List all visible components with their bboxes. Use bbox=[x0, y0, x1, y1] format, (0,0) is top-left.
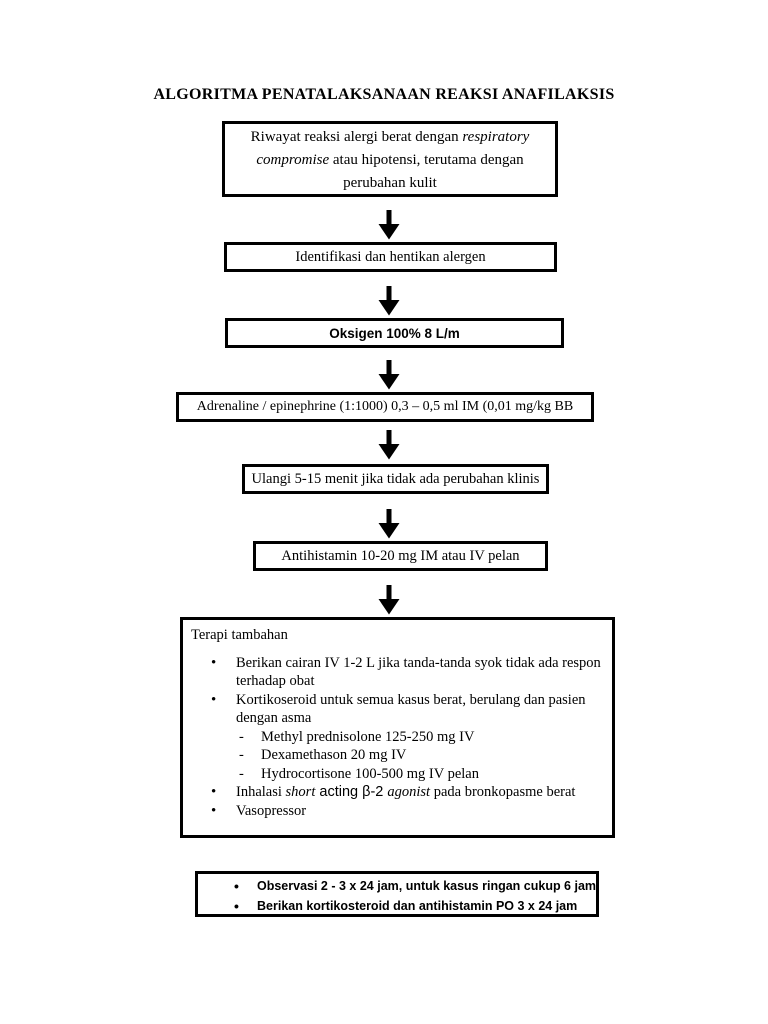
terapi-bullet-item: Vasopressor bbox=[191, 802, 604, 821]
down-arrow-icon bbox=[378, 509, 400, 539]
box-riwayat-text: Riwayat reaksi alergi berat dengan respi… bbox=[250, 128, 530, 191]
down-arrow-icon bbox=[378, 585, 400, 615]
box-antihistamin-text: Antihistamin 10-20 mg IM atau IV pelan bbox=[281, 547, 520, 564]
box-observasi: Observasi 2 - 3 x 24 jam, untuk kasus ri… bbox=[195, 871, 599, 917]
box-ulangi: Ulangi 5-15 menit jika tidak ada perubah… bbox=[242, 464, 549, 494]
down-arrow-icon bbox=[378, 286, 400, 316]
down-arrow-icon bbox=[378, 430, 400, 460]
terapi-sub-item: Dexamethason 20 mg IV bbox=[191, 746, 604, 765]
terapi-header: Terapi tambahan bbox=[191, 627, 288, 643]
terapi-sub-list-wrap: Methyl prednisolone 125-250 mg IV Dexame… bbox=[191, 728, 604, 784]
observasi-bullet-item: Observasi 2 - 3 x 24 jam, untuk kasus ri… bbox=[232, 876, 596, 896]
terapi-sub-list: Methyl prednisolone 125-250 mg IV Dexame… bbox=[191, 728, 604, 784]
box-riwayat: Riwayat reaksi alergi berat dengan respi… bbox=[222, 121, 558, 197]
box-antihistamin: Antihistamin 10-20 mg IM atau IV pelan bbox=[253, 541, 548, 571]
box-adrenaline-text: Adrenaline / epinephrine (1:1000) 0,3 – … bbox=[196, 399, 574, 414]
box-oksigen: Oksigen 100% 8 L/m bbox=[225, 318, 564, 348]
box-terapi-tambahan: Terapi tambahan Berikan cairan IV 1-2 L … bbox=[180, 617, 615, 838]
terapi-bullet-item: Berikan cairan IV 1-2 L jika tanda-tanda… bbox=[191, 654, 604, 691]
down-arrow-icon bbox=[378, 210, 400, 240]
box-oksigen-text: Oksigen 100% 8 L/m bbox=[329, 325, 460, 341]
terapi-bullet-item: Inhalasi short acting β-2 agonist pada b… bbox=[191, 783, 604, 802]
box-identifikasi: Identifikasi dan hentikan alergen bbox=[224, 242, 557, 272]
page-title: ALGORITMA PENATALAKSANAAN REAKSI ANAFILA… bbox=[153, 86, 615, 103]
box-adrenaline: Adrenaline / epinephrine (1:1000) 0,3 – … bbox=[176, 392, 594, 422]
terapi-sub-item: Hydrocortisone 100-500 mg IV pelan bbox=[191, 765, 604, 784]
terapi-sub-item: Methyl prednisolone 125-250 mg IV bbox=[191, 728, 604, 747]
observasi-bullet-item: Berikan kortikosteroid dan antihistamin … bbox=[232, 896, 596, 916]
down-arrow-icon bbox=[378, 360, 400, 390]
terapi-bullet-list: Berikan cairan IV 1-2 L jika tanda-tanda… bbox=[191, 654, 604, 821]
box-ulangi-text: Ulangi 5-15 menit jika tidak ada perubah… bbox=[251, 470, 540, 487]
observasi-bullet-list: Observasi 2 - 3 x 24 jam, untuk kasus ri… bbox=[198, 876, 596, 916]
box-identifikasi-text: Identifikasi dan hentikan alergen bbox=[295, 248, 486, 265]
terapi-bullet-item: Kortikoseroid untuk semua kasus berat, b… bbox=[191, 691, 604, 728]
